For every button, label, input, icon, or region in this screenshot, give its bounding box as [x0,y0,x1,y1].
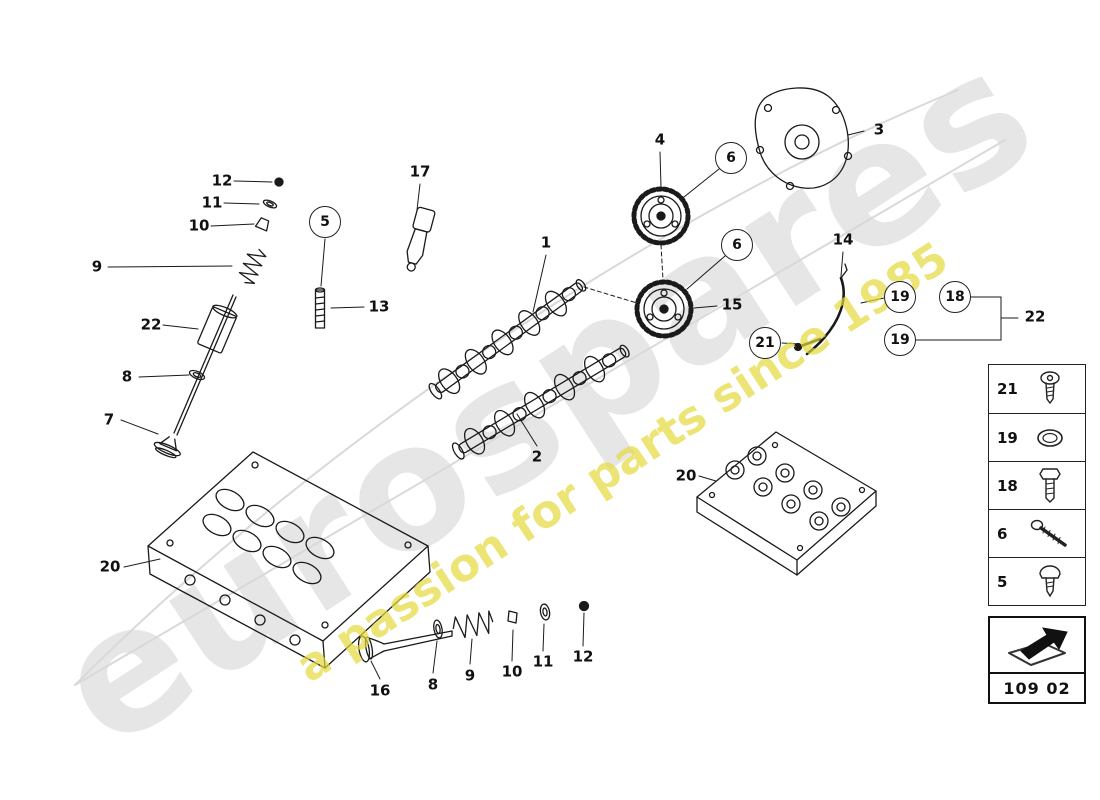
part-label-4[interactable]: 4 [654,130,666,149]
legend-number: 18 [997,476,1018,495]
part-label-17[interactable]: 17 [409,162,431,181]
valve-nut-bottom [578,600,590,612]
chain-tensioner [793,263,848,356]
flange-bolt-icon [1023,516,1077,552]
cylinder-head-right [696,431,877,576]
part-label-20-left[interactable]: 20 [99,557,121,576]
legend-number: 5 [997,572,1008,591]
legend-number: 21 [997,380,1018,398]
intake-camshaft [428,279,587,400]
stud-13 [314,287,326,329]
legend-row-21[interactable]: 21 [989,365,1085,413]
part-label-14[interactable]: 14 [832,230,854,249]
callout-6-lower[interactable]: 6 [721,229,753,261]
torx-screw-icon [1023,369,1077,409]
legend-row-18[interactable]: 18 [989,461,1085,509]
legend-row-5[interactable]: 5 [989,557,1085,605]
hex-bolt-icon [1023,466,1077,506]
part-label-3[interactable]: 3 [873,120,885,139]
part-label-9-left[interactable]: 9 [91,257,103,276]
legend-number: 19 [997,428,1018,447]
valve-bottom [357,630,453,663]
valve-assembly-left [153,177,284,459]
part-label-1[interactable]: 1 [540,233,552,252]
part-label-22-left[interactable]: 22 [140,315,162,334]
page-code: 109 02 [990,672,1084,702]
valve-assembly-bottom [357,600,590,663]
legend-row-6[interactable]: 6 [989,509,1085,557]
part-label-16[interactable]: 16 [369,681,391,700]
part-label-10-bottom[interactable]: 10 [501,662,523,681]
spring-plate-bottom [539,603,551,621]
part-label-13[interactable]: 13 [368,297,390,316]
camshaft-adjuster-upper [631,186,691,246]
part-label-11-bottom[interactable]: 11 [532,652,554,671]
valve-left [153,294,237,459]
camshaft-adjuster-lower [634,279,694,339]
callout-5[interactable]: 5 [309,206,341,238]
part-label-2[interactable]: 2 [531,447,543,466]
timing-cover [754,87,853,191]
part-label-20-right[interactable]: 20 [675,466,697,485]
callout-6-upper[interactable]: 6 [715,142,747,174]
valve-collet-bottom [507,610,518,624]
part-label-7[interactable]: 7 [103,410,115,429]
part-label-9-bottom[interactable]: 9 [464,666,476,685]
valve-spring-bottom [452,610,494,639]
page-code-box: 109 02 [988,616,1086,704]
pan-head-screw-icon [1023,563,1077,601]
tappet-left [197,304,238,354]
legend-number: 6 [997,524,1008,543]
part-label-12-left[interactable]: 12 [211,171,233,190]
valve-seal-bottom [433,619,443,639]
part-label-11-left[interactable]: 11 [201,193,223,212]
part-label-12-bottom[interactable]: 12 [572,647,594,666]
callout-19-lower[interactable]: 19 [884,324,916,356]
direction-arrow-icon [990,618,1084,672]
legend-row-19[interactable]: 19 [989,413,1085,461]
callout-19-upper[interactable]: 19 [884,281,916,313]
seal-ring-icon [1023,424,1077,452]
part-label-15[interactable]: 15 [721,295,743,314]
exhaust-camshaft [451,344,630,460]
cylinder-head-left [147,451,431,669]
part-label-8-left[interactable]: 8 [121,367,133,386]
callout-18[interactable]: 18 [939,281,971,313]
callout-21[interactable]: 21 [749,327,781,359]
part-label-10-left[interactable]: 10 [188,216,210,235]
camshaft-sensor [406,206,436,272]
valve-seal-left [188,369,206,381]
fastener-legend: 21 19 [988,364,1086,606]
valve-spring-left [238,248,267,284]
part-label-22-right[interactable]: 22 [1024,307,1046,326]
part-label-8-bottom[interactable]: 8 [427,675,439,694]
